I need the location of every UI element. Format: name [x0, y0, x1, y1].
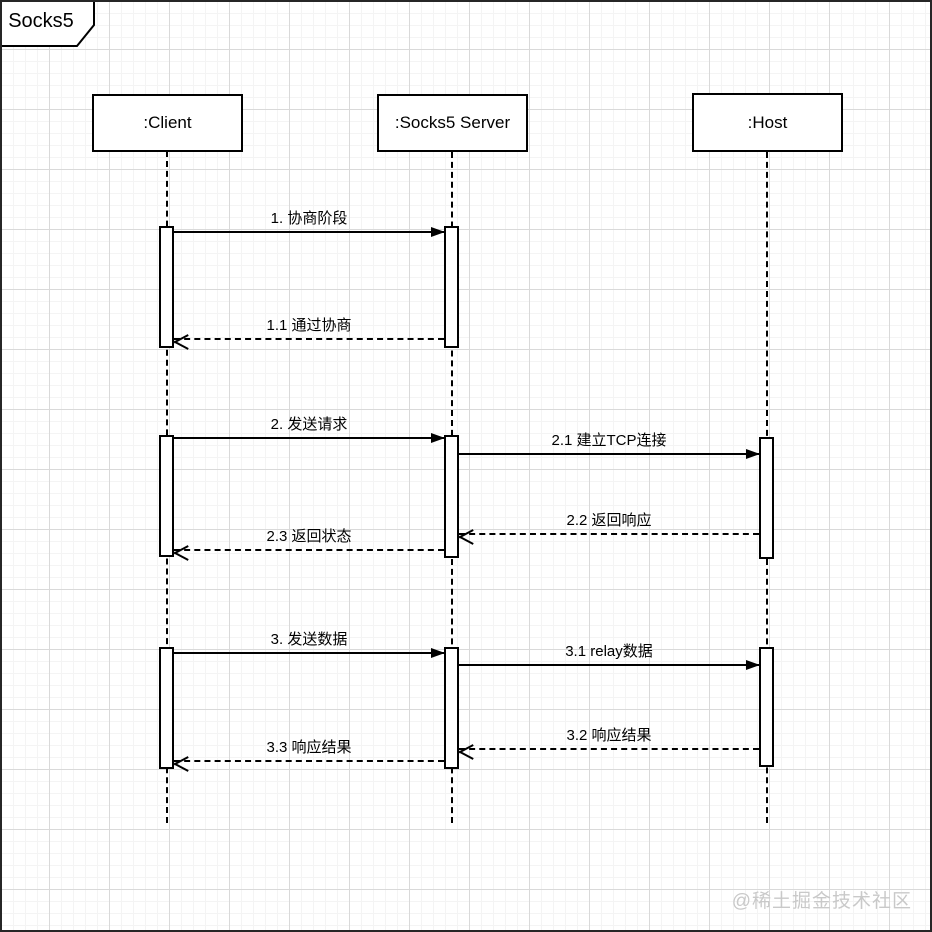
frame-label: Socks5: [2, 2, 96, 48]
activation-server-3: [444, 647, 459, 769]
frame-label-text: Socks5: [8, 10, 74, 32]
filled-arrowhead-icon: [431, 227, 445, 237]
message-3-label: 3. 发送数据: [270, 631, 348, 648]
message-2: 2. 发送请求: [174, 411, 445, 443]
participant-client-label: :Client: [143, 113, 192, 132]
message-2-3-line: [174, 549, 444, 551]
message-3-3: 3.3 响应结果: [174, 734, 444, 762]
filled-arrowhead-icon: [746, 660, 760, 670]
activation-client-1: [159, 226, 174, 348]
message-2-1-label: 2.1 建立TCP连接: [551, 432, 667, 449]
message-3-line: [174, 652, 444, 654]
activation-server-1: [444, 226, 459, 348]
activation-host-2: [759, 437, 774, 559]
message-1-label: 1. 协商阶段: [270, 210, 348, 227]
message-3-2-label: 3.2 响应结果: [566, 727, 652, 744]
message-3-3-label: 3.3 响应结果: [266, 739, 352, 756]
message-2-3: 2.3 返回状态: [174, 523, 444, 551]
message-1-1-line: [174, 338, 444, 340]
frame-pentagon-shape: [2, 2, 95, 47]
message-3-1-line: [459, 664, 759, 666]
message-3-1: 3.1 relay数据: [459, 638, 760, 670]
message-2-1: 2.1 建立TCP连接: [459, 427, 760, 459]
message-3-2-line: [459, 748, 759, 750]
participant-client: :Client: [92, 94, 243, 152]
activation-client-3: [159, 647, 174, 769]
message-2-3-label: 2.3 返回状态: [266, 528, 352, 545]
message-2-1-line: [459, 453, 759, 455]
message-3-2: 3.2 响应结果: [459, 722, 759, 750]
message-3-1-label: 3.1 relay数据: [565, 643, 653, 660]
message-2-label: 2. 发送请求: [270, 416, 348, 433]
message-2-line: [174, 437, 444, 439]
participant-server-label: :Socks5 Server: [394, 113, 511, 132]
message-2-2: 2.2 返回响应: [459, 507, 759, 535]
watermark: @稀土掘金技术社区: [731, 891, 912, 912]
participant-host-label: :Host: [747, 112, 788, 132]
message-1: 1. 协商阶段: [174, 205, 445, 237]
participant-host: :Host: [692, 93, 843, 152]
message-3: 3. 发送数据: [174, 626, 445, 658]
message-1-line: [174, 231, 444, 233]
participant-server: :Socks5 Server: [377, 94, 528, 152]
filled-arrowhead-icon: [746, 449, 760, 459]
message-3-3-line: [174, 760, 444, 762]
message-2-2-label: 2.2 返回响应: [566, 512, 652, 529]
message-1-1: 1.1 通过协商: [174, 312, 444, 340]
activation-server-2: [444, 435, 459, 558]
message-1-1-label: 1.1 通过协商: [266, 317, 352, 334]
filled-arrowhead-icon: [431, 433, 445, 443]
activation-host-3: [759, 647, 774, 767]
activation-client-2: [159, 435, 174, 557]
filled-arrowhead-icon: [431, 648, 445, 658]
message-2-2-line: [459, 533, 759, 535]
